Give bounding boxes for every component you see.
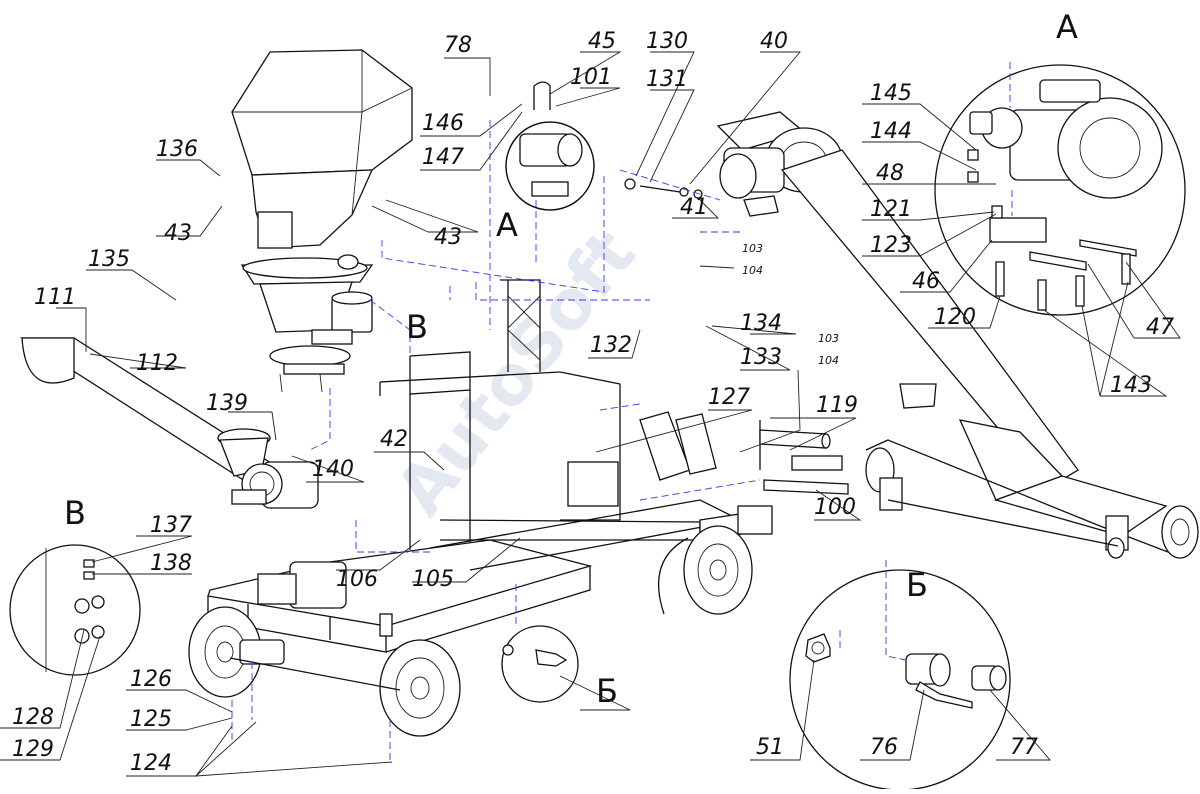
detail-ref-circle-A: [505, 121, 595, 211]
callout-144: 144: [870, 119, 912, 144]
callout-125: 125: [130, 707, 172, 732]
callout-111: 111: [34, 285, 76, 310]
callout-77: 77: [1010, 735, 1038, 760]
callout-147: 147: [422, 145, 464, 170]
callout-130: 130: [646, 29, 688, 54]
callout-127: 127: [708, 385, 750, 410]
wheel-front-right: [379, 639, 461, 737]
view-label-V-detail: В: [64, 494, 86, 532]
callout-133: 133: [740, 345, 782, 370]
view-letters: А А Б Б В В: [64, 8, 1078, 710]
view-label-V-ref: В: [406, 308, 428, 346]
callout-131: 131: [646, 67, 688, 92]
callout-120: 120: [934, 305, 976, 330]
detail-view-V: [9, 544, 141, 676]
callout-45: 45: [588, 29, 616, 54]
callout-47: 47: [1146, 315, 1174, 340]
callout-143: 143: [1110, 373, 1152, 398]
callout-146: 146: [422, 111, 464, 136]
callout-145: 145: [870, 81, 912, 106]
callout-106: 106: [336, 567, 378, 592]
hopper-assembly: [231, 49, 413, 393]
view-label-B-ref: Б: [596, 672, 618, 710]
main-frame: [207, 279, 849, 653]
callout-138: 138: [150, 551, 192, 576]
callout-134: 134: [740, 311, 782, 336]
callout-104-mid: 104: [818, 354, 839, 367]
callout-132: 132: [590, 333, 632, 358]
callout-124: 124: [130, 751, 172, 776]
view-label-A-ref: А: [496, 206, 518, 244]
callout-128: 128: [12, 705, 54, 730]
callout-129: 129: [12, 737, 54, 762]
callout-112: 112: [136, 351, 178, 376]
callout-119: 119: [816, 393, 858, 418]
callout-101: 101: [570, 65, 612, 90]
callout-139: 139: [206, 391, 248, 416]
feeder-auger: [19, 337, 319, 509]
callout-105: 105: [412, 567, 454, 592]
callout-41: 41: [680, 195, 708, 220]
callout-76: 76: [870, 735, 898, 760]
callout-100: 100: [814, 495, 856, 520]
detail-view-A: [934, 64, 1186, 316]
callout-43-right: 43: [434, 225, 462, 250]
incline-auger: [780, 149, 1199, 559]
callout-46: 46: [912, 269, 940, 294]
callout-140: 140: [312, 457, 354, 482]
callout-103-mid: 103: [818, 332, 839, 345]
callout-48: 48: [876, 161, 904, 186]
callout-40: 40: [760, 29, 788, 54]
callout-104-top: 104: [742, 264, 763, 277]
front-axle: [229, 657, 401, 691]
callout-leaders: [0, 51, 1181, 777]
callout-121: 121: [870, 197, 912, 222]
view-label-A-detail: А: [1056, 8, 1078, 46]
detail-view-B: [789, 569, 1011, 791]
callout-103-top: 103: [742, 242, 763, 255]
callout-126: 126: [130, 667, 172, 692]
callout-136: 136: [156, 137, 198, 162]
callout-123: 123: [870, 233, 912, 258]
wheel-front-left: [188, 606, 285, 698]
wheel-rear-right: [657, 525, 753, 615]
callout-78: 78: [444, 33, 472, 58]
callout-137: 137: [150, 513, 192, 538]
view-label-B-detail: Б: [906, 566, 928, 604]
callout-42: 42: [380, 427, 408, 452]
detail-ref-circle-B: [501, 625, 579, 703]
callout-43-left: 43: [164, 221, 192, 246]
callout-51: 51: [756, 735, 784, 760]
small-motor-detail: [505, 81, 595, 211]
callout-labels: 78 45 101 146 147 130 131 40 41 136 43 4…: [12, 29, 1174, 776]
callout-135: 135: [88, 247, 130, 272]
